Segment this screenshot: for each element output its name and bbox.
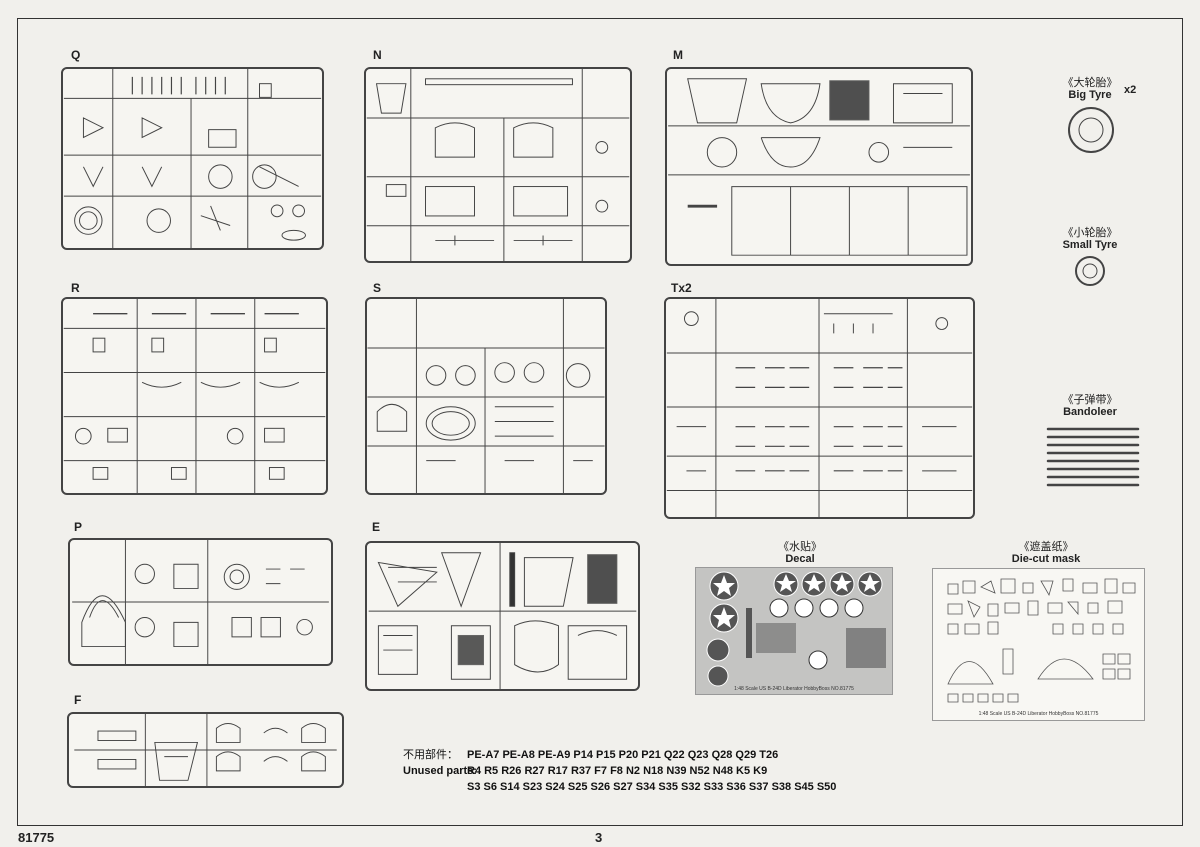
sprue-label-m: M (673, 48, 683, 62)
sprue-e (365, 541, 640, 691)
mask-caption: 《遮盖纸》 Die-cut mask (996, 540, 1096, 566)
sprue-label-n: N (373, 48, 382, 62)
sprue-label-t: Tx2 (671, 281, 692, 295)
bandoleer-caption: 《子弹带》 Bandoleer (1050, 393, 1130, 419)
sprue-q (61, 67, 324, 250)
sprue-label-s: S (373, 281, 382, 295)
mask-cn-label: 《遮盖纸》 (1018, 540, 1074, 553)
page-number: 3 (595, 830, 603, 845)
decal-cn-label: 《水贴》 (778, 540, 822, 553)
bandoleer-en-label: Bandoleer (1063, 406, 1117, 418)
decal-sheet: 1:48 Scale US B-24D Liberator HobbyBoss … (695, 567, 893, 695)
unused-parts-row-2: R4 R5 R26 R27 R17 R37 F7 F8 N2 N18 N39 N… (467, 765, 768, 777)
unused-parts-line-3: S3 S6 S14 S23 S24 S25 S26 S27 S34 S35 S3… (403, 779, 836, 795)
unused-parts-en-label: Unused parts: (403, 765, 477, 777)
sprue-t (664, 297, 975, 519)
bandoleer-cn-label: 《子弹带》 (1062, 393, 1118, 406)
sprue-label-e: E (372, 520, 381, 534)
big-tyre-qty: x2 (1124, 84, 1137, 96)
decal-caption: 《水贴》 Decal (760, 540, 840, 566)
sprue-f (67, 712, 344, 788)
small-tyre-drawing (1075, 256, 1105, 286)
decal-en-label: Decal (785, 553, 815, 565)
unused-parts-cn-label: 不用部件： (403, 748, 458, 761)
bandoleer-drawing (1046, 427, 1140, 487)
mask-sheet: 1:48 Scale US B-24D Liberator HobbyBoss … (932, 568, 1145, 721)
small-tyre-en-label: Small Tyre (1062, 239, 1118, 251)
product-code: 81775 (18, 830, 55, 845)
big-tyre-en-label: Big Tyre (1068, 89, 1112, 101)
sprue-n (364, 67, 632, 263)
big-tyre-cn-label: 《大轮胎》 (1062, 76, 1118, 89)
mask-footer: 1:48 Scale US B-24D Liberator HobbyBoss … (978, 711, 1099, 717)
sprue-label-r: R (71, 281, 80, 295)
unused-parts-line-2: Unused parts:R4 R5 R26 R27 R17 R37 F7 F8… (403, 763, 836, 779)
sprue-label-p: P (74, 520, 83, 534)
decal-footer: 1:48 Scale US B-24D Liberator HobbyBoss … (734, 686, 854, 692)
page-frame (17, 18, 1183, 826)
mask-en-label: Die-cut mask (1011, 553, 1081, 565)
sprue-m (665, 67, 973, 266)
big-tyre-caption: 《大轮胎》 Big Tyre (1050, 76, 1130, 102)
unused-parts-row-1: PE-A7 PE-A8 PE-A9 P14 P15 P20 P21 Q22 Q2… (467, 749, 779, 761)
small-tyre-caption: 《小轮胎》 Small Tyre (1050, 226, 1130, 252)
sprue-s (365, 297, 607, 495)
unused-parts-row-3: S3 S6 S14 S23 S24 S25 S26 S27 S34 S35 S3… (467, 781, 837, 793)
unused-parts-list: 不用部件： PE-A7 PE-A8 PE-A9 P14 P15 P20 P21 Q… (403, 747, 836, 795)
unused-parts-line-1: 不用部件： PE-A7 PE-A8 PE-A9 P14 P15 P20 P21 Q… (403, 747, 836, 763)
sprue-label-q: Q (71, 48, 81, 62)
sprue-r (61, 297, 328, 495)
sprue-p (68, 538, 333, 666)
small-tyre-cn-label: 《小轮胎》 (1062, 226, 1118, 239)
big-tyre-drawing (1068, 107, 1114, 153)
sprue-label-f: F (74, 693, 82, 707)
